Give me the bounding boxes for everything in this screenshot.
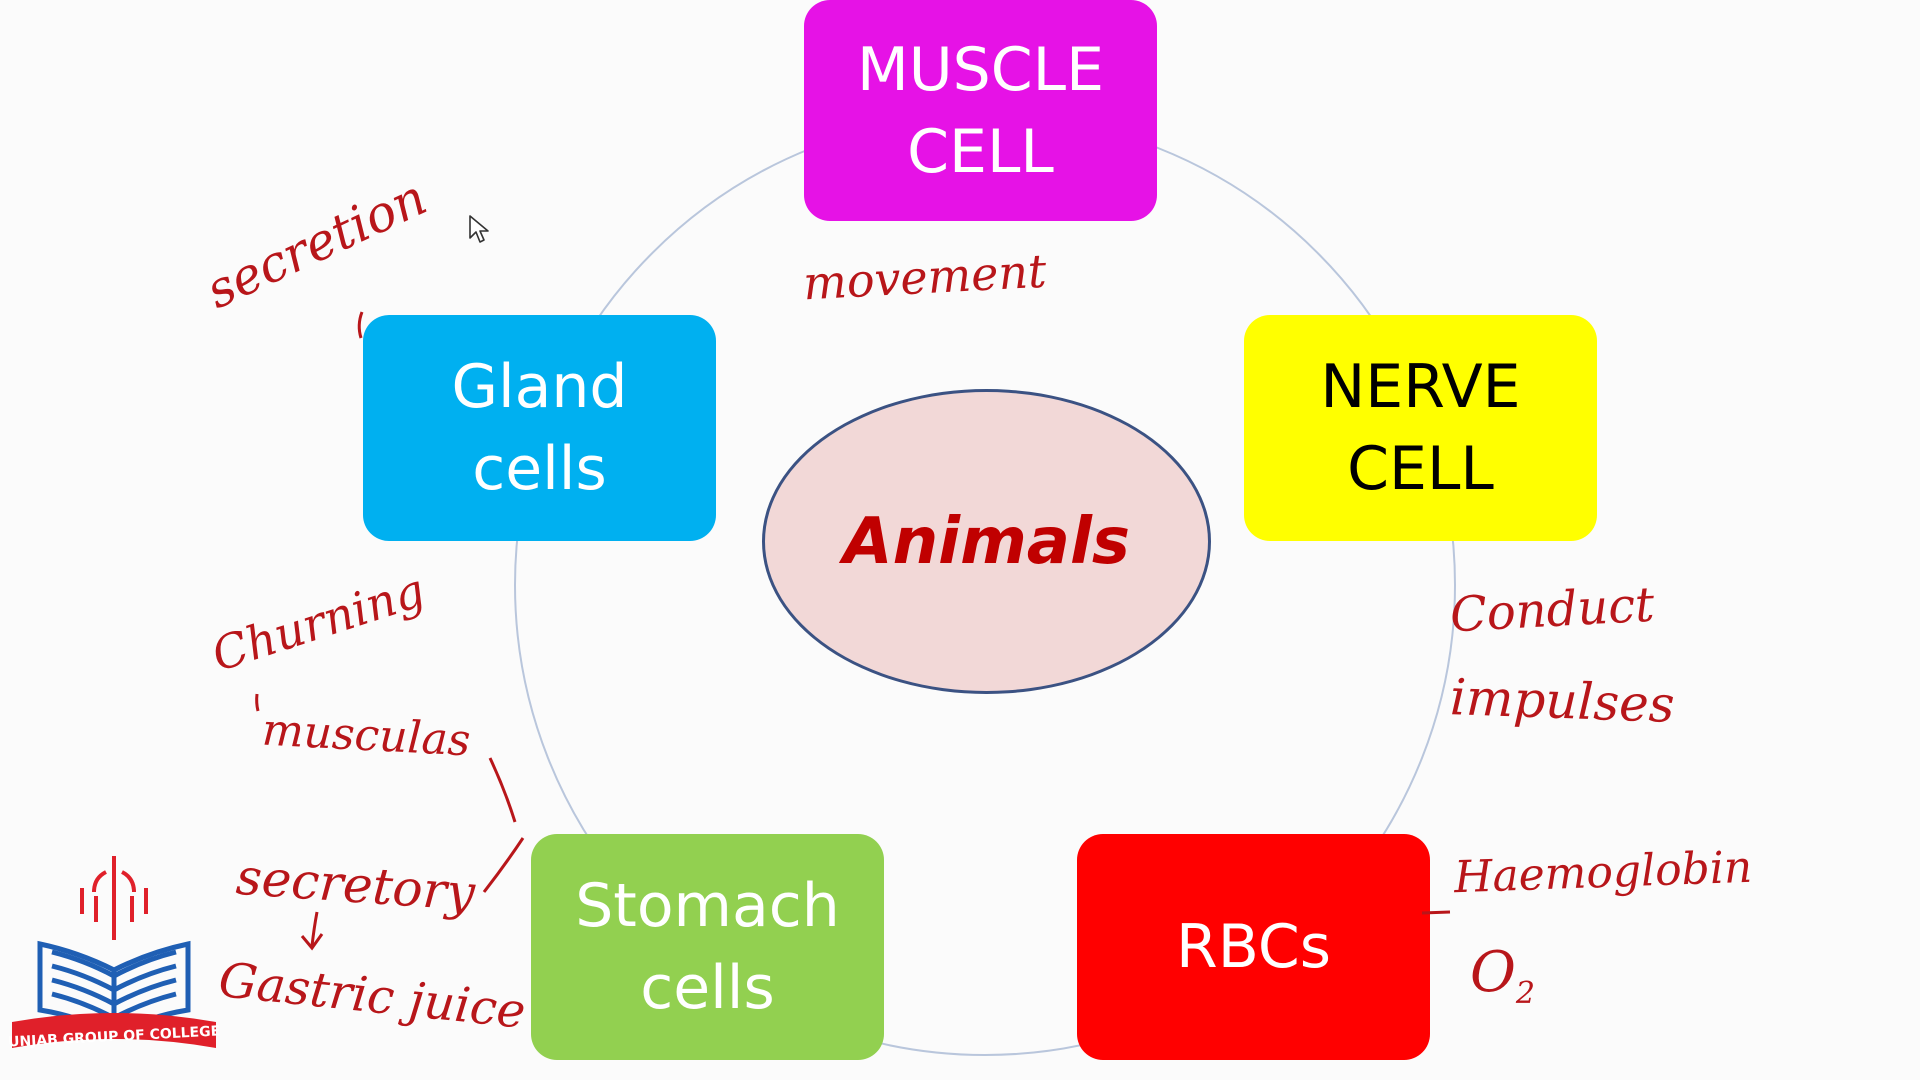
annotation-conduct: Conduct (1448, 576, 1656, 644)
rbc-box: RBCs (1077, 834, 1430, 1060)
annotation-haemoglobin: Haemoglobin (1453, 841, 1753, 904)
annotation-gastric-juice: Gastric juice (216, 952, 529, 1040)
gland-cells-box: Gland cells (363, 315, 716, 541)
o2-subscript: 2 (1515, 976, 1536, 1012)
punjab-group-of-colleges-logo: PUNJAB GROUP OF COLLEGES (8, 856, 220, 1051)
nerve-cell-box: NERVE CELL (1244, 315, 1597, 541)
annotation-secretory: secretory (234, 847, 477, 923)
annotation-secretion: secretion (197, 168, 436, 320)
gland-cells-line1: Gland (451, 352, 628, 422)
stomach-cells-box: Stomach cells (531, 834, 884, 1060)
rbc-line1: RBCs (1176, 912, 1331, 982)
stomach-cells-line1: Stomach (575, 871, 840, 941)
nerve-cell-line1: NERVE (1320, 352, 1521, 422)
muscle-cell-box: MUSCLE CELL (804, 0, 1157, 221)
annotation-movement: movement (801, 243, 1048, 311)
nerve-cell-line2: CELL (1347, 434, 1494, 504)
annotation-impulses: impulses (1449, 668, 1676, 734)
muscle-cell-line2: CELL (907, 116, 1054, 187)
gland-cells-line2: cells (472, 434, 607, 504)
annotation-o2: O2 (1470, 940, 1535, 1011)
center-label: Animals (843, 504, 1130, 579)
muscle-cell-line1: MUSCLE (856, 34, 1104, 105)
annotation-muscular: musculas (260, 704, 472, 767)
stomach-cells-line2: cells (640, 953, 775, 1023)
o2-letter: O (1470, 940, 1516, 1005)
center-ellipse-animals: Animals (762, 389, 1211, 694)
mouse-pointer-icon (469, 215, 489, 243)
annotation-churning: Churning (205, 562, 432, 682)
